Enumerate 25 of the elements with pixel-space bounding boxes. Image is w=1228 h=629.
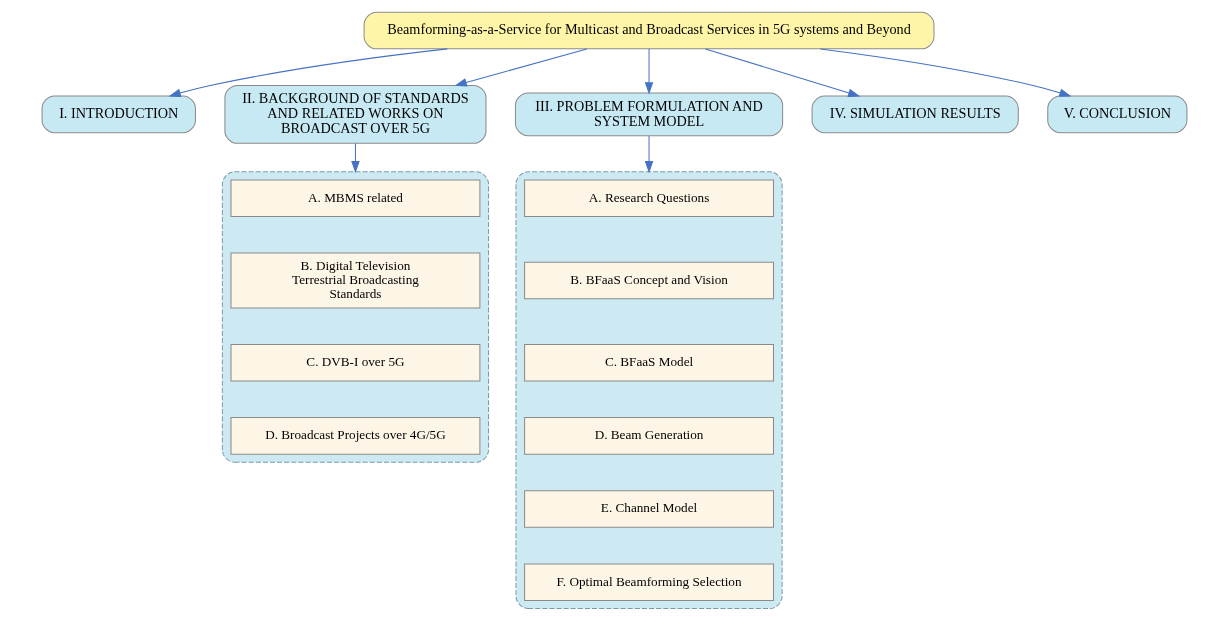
node-box: III. PROBLEM FORMULATION AND SYSTEM MODEL <box>514 92 783 137</box>
node-box: A. Research Questions <box>523 179 774 217</box>
node-box: D. Broadcast Projects over 4G/5G <box>230 417 480 455</box>
node-box: Beamforming-as-a-Service for Multicast and Broadcast Services in 5G systems and Beyond <box>363 11 934 50</box>
node-box: C. BFaaS Model <box>523 343 774 382</box>
arrow <box>350 143 360 174</box>
node-box: D. Beam Generation <box>523 417 774 455</box>
node-box: V. CONCLUSION <box>1046 95 1187 134</box>
arrow <box>644 135 653 174</box>
arrow <box>819 48 1072 97</box>
node-box: IV. SIMULATION RESULTS <box>811 95 1019 134</box>
node-box: E. Channel Model <box>523 490 774 528</box>
node-box: B. BFaaS Concept and Vision <box>523 261 774 300</box>
arrow <box>644 48 653 95</box>
node-box: B. Digital Television Terrestrial Broadcasting Standards <box>230 252 480 309</box>
node-box: II. BACKGROUND OF STANDARDS AND RELATED WORKS ON BROADCAST OVER 5G <box>223 84 486 144</box>
arrow <box>704 48 860 97</box>
node-box: F. Optimal Beamforming Selection <box>523 563 774 601</box>
arrow <box>168 48 448 98</box>
node-box: C. DVB-I over 5G <box>230 343 480 382</box>
cluster <box>514 171 783 610</box>
node-box: I. INTRODUCTION <box>41 95 196 134</box>
node-box: A. MBMS related <box>230 179 480 217</box>
arrow <box>454 48 587 87</box>
cluster <box>221 171 489 463</box>
